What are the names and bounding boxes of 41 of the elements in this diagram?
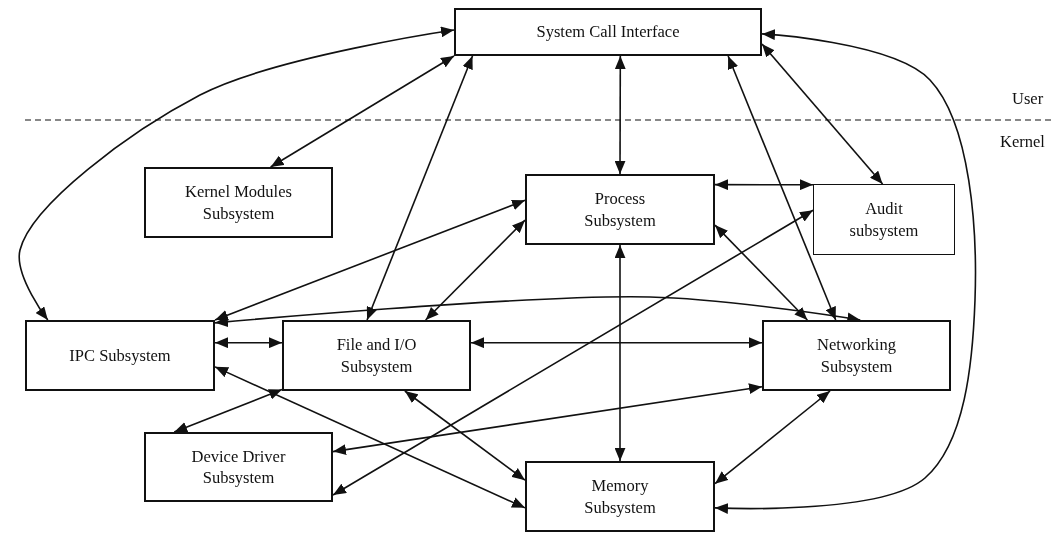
box-label: File and I/O Subsystem [335, 334, 418, 377]
arrow [214, 296, 862, 328]
region-label: Kernel [1000, 132, 1045, 152]
arrow [332, 209, 814, 496]
box-label: Memory Subsystem [583, 475, 657, 518]
arrow [761, 43, 884, 185]
box-label: Kernel Modules Subsystem [184, 181, 293, 224]
box-label: System Call Interface [535, 21, 681, 43]
arrow [404, 390, 526, 481]
box-label: Audit subsystem [848, 198, 920, 241]
arrow [614, 55, 626, 175]
region-label: User [1012, 89, 1044, 109]
subsystem-box [762, 320, 951, 391]
subsystem-box [525, 461, 715, 532]
arrow [269, 55, 455, 168]
arrow [714, 390, 831, 485]
subsystem-box [525, 174, 715, 245]
arrow [214, 199, 526, 321]
arrow [714, 179, 814, 191]
arrow [614, 244, 626, 462]
arrow [332, 383, 763, 455]
arrow [214, 366, 526, 509]
arrow [173, 388, 283, 433]
box-label: Device Driver Subsystem [190, 445, 287, 489]
box-label: Networking Subsystem [816, 334, 897, 377]
arrow [727, 55, 837, 321]
subsystem-box [454, 8, 762, 56]
arrow [18, 26, 455, 321]
subsystem-box [282, 320, 471, 391]
arrow [470, 337, 763, 349]
arrow [714, 29, 977, 514]
box-label: IPC Subsystem [68, 344, 172, 367]
arrow [214, 337, 283, 349]
arrow [366, 55, 474, 321]
arrow [424, 219, 526, 321]
subsystem-box [144, 167, 333, 238]
subsystem-box [25, 320, 215, 391]
subsystem-box [144, 432, 333, 502]
arrow [714, 224, 809, 321]
box-label: Process Subsystem [583, 188, 657, 231]
subsystem-box [813, 184, 955, 255]
